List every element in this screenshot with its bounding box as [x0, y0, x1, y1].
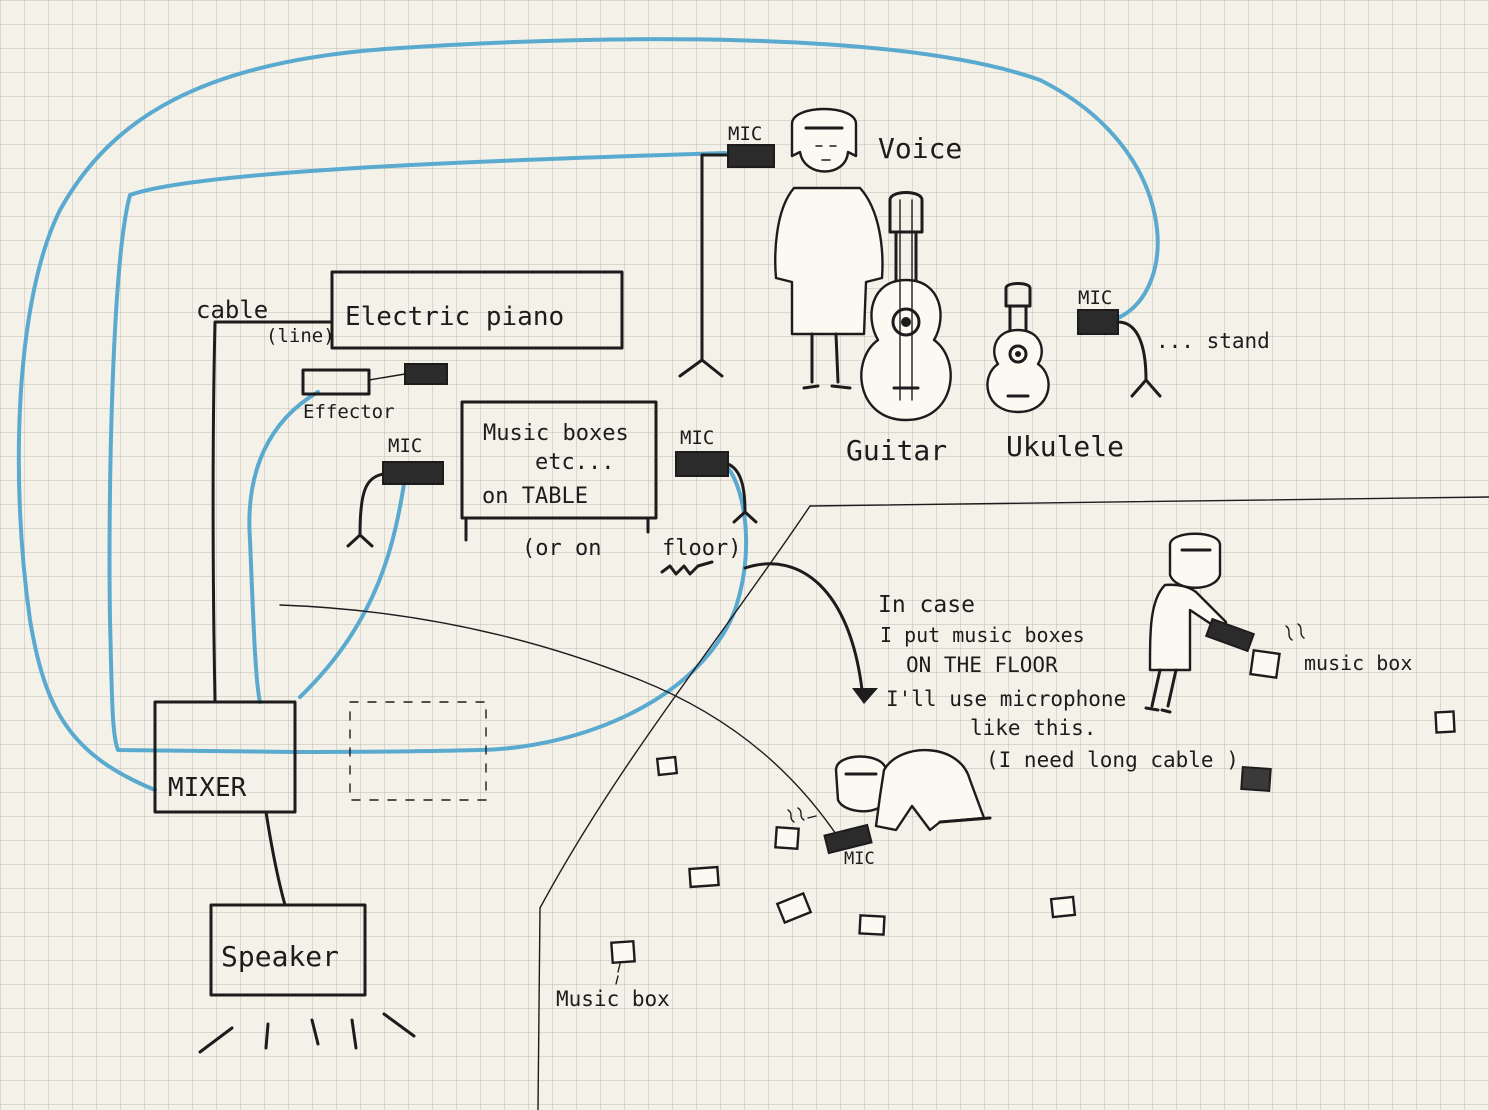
effector-box	[301, 368, 371, 396]
floor-mic-label: MIC	[844, 849, 875, 869]
music-boxes-label-2: etc...	[535, 450, 614, 475]
music-table-legs	[464, 516, 650, 542]
music-table-box	[460, 400, 658, 520]
music-box-floor	[775, 891, 813, 925]
crawling-person-figure	[823, 749, 992, 855]
ink-lines	[211, 320, 1489, 1110]
cable-label: cable	[196, 296, 268, 324]
in-case-text-4: I'll use microphone	[886, 687, 1126, 711]
line-label: (line)	[266, 325, 335, 347]
table-mic-stand	[346, 472, 385, 548]
music-box-floor	[858, 914, 886, 936]
table-right-mic-stand	[726, 462, 758, 524]
standing-person-figure	[1144, 532, 1256, 714]
music-box-floor	[655, 755, 679, 777]
singer-legs	[810, 332, 840, 384]
stand-mic-icon	[1077, 309, 1119, 335]
effector-wire	[368, 373, 406, 381]
electric-piano-box	[330, 270, 624, 350]
speaker-box	[209, 903, 367, 997]
sound-marks-right	[1285, 623, 1305, 641]
cable-table-mic-to-mixer	[298, 476, 407, 699]
music-box-label-right: music box	[1304, 651, 1412, 675]
speaker-sound-lines	[198, 1012, 416, 1054]
music-box-floor-dark	[1240, 765, 1272, 793]
voice-mic-label: MIC	[728, 123, 762, 145]
table-mic-icon	[382, 461, 444, 485]
singer-head	[790, 107, 858, 173]
singer-feet	[802, 384, 852, 390]
table-right-mic-icon	[675, 451, 729, 477]
electric-piano-label: Electric piano	[345, 302, 564, 332]
table-mic-label: MIC	[388, 435, 422, 457]
in-case-text-2: I put music boxes	[880, 623, 1085, 647]
voice-mic-icon	[727, 144, 775, 168]
music-box-held	[1249, 648, 1281, 680]
cable-effector-to-mixer	[247, 390, 320, 704]
music-box-floor	[774, 825, 800, 851]
music-boxes-label-1: Music boxes	[483, 421, 629, 446]
stand-label: ... stand	[1156, 329, 1270, 353]
mixer-label: MIXER	[168, 773, 247, 803]
floor-music-boxes	[610, 710, 1456, 965]
voice-label: Voice	[878, 132, 962, 165]
in-case-text-6: (I need long cable )	[986, 748, 1239, 772]
music-box-floor	[1434, 710, 1456, 734]
guitar-label: Guitar	[846, 434, 947, 467]
cable-mixer-to-speaker	[264, 810, 287, 907]
or-on-floor-label-1: (or on	[522, 536, 601, 561]
music-boxes-label-3: on TABLE	[482, 484, 588, 509]
music-box-floor	[688, 865, 720, 889]
music-box-caption-pointer	[615, 963, 621, 985]
voice-mic-stand	[678, 153, 730, 378]
floor-area-line-top	[809, 496, 1489, 507]
sound-marks-left	[787, 807, 817, 823]
arrow-in-case-head	[852, 688, 878, 704]
music-box-floor	[1049, 895, 1077, 919]
squiggle-floor	[660, 560, 714, 576]
dashed-placeholder-box	[349, 701, 487, 801]
mixer-box	[153, 700, 297, 814]
cable-floor-mic	[279, 604, 841, 841]
speaker-label: Speaker	[221, 940, 339, 973]
in-case-text-5: like this.	[970, 716, 1096, 740]
floor-area-line-diagonal	[537, 505, 811, 1110]
blue-cables	[16, 37, 1160, 792]
stand-mic-stand	[1116, 320, 1162, 398]
effector-pedal-icon	[404, 363, 448, 385]
music-box-caption: Music box	[556, 987, 670, 1011]
stand-mic-label: MIC	[1078, 287, 1112, 309]
cable-stand-mic-to-mixer	[16, 37, 1160, 792]
singer-dress	[774, 186, 884, 336]
guitar-icon	[860, 191, 952, 422]
or-on-floor-label-2: floor)	[662, 536, 741, 561]
cable-voice-mic-to-mixer	[107, 151, 749, 754]
arrow-in-case	[743, 562, 864, 692]
ukulele-label: Ukulele	[1006, 430, 1124, 463]
in-case-text-3: ON THE FLOOR	[906, 653, 1058, 677]
singer-face	[815, 145, 837, 161]
music-box-floor	[610, 939, 636, 965]
table-right-mic-label: MIC	[680, 427, 714, 449]
singer-figure	[774, 107, 884, 390]
ukulele-icon	[986, 282, 1050, 414]
effector-label: Effector	[303, 401, 395, 423]
in-case-text-1: In case	[878, 592, 975, 618]
cable-piano-line	[211, 320, 334, 702]
